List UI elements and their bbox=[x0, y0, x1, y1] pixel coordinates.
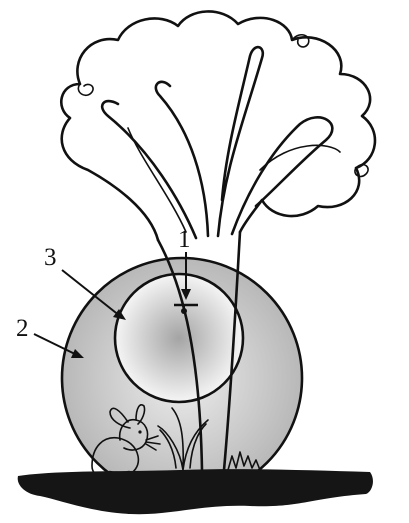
branch-right bbox=[232, 117, 332, 234]
label-1: 1 bbox=[178, 226, 191, 253]
label-2: 2 bbox=[16, 315, 29, 342]
ground bbox=[18, 469, 373, 514]
label-3: 3 bbox=[44, 244, 57, 271]
branch-left bbox=[102, 101, 196, 238]
crown-curl-left bbox=[78, 84, 93, 95]
tree-crown bbox=[61, 11, 375, 240]
branch-center-left bbox=[156, 82, 208, 236]
